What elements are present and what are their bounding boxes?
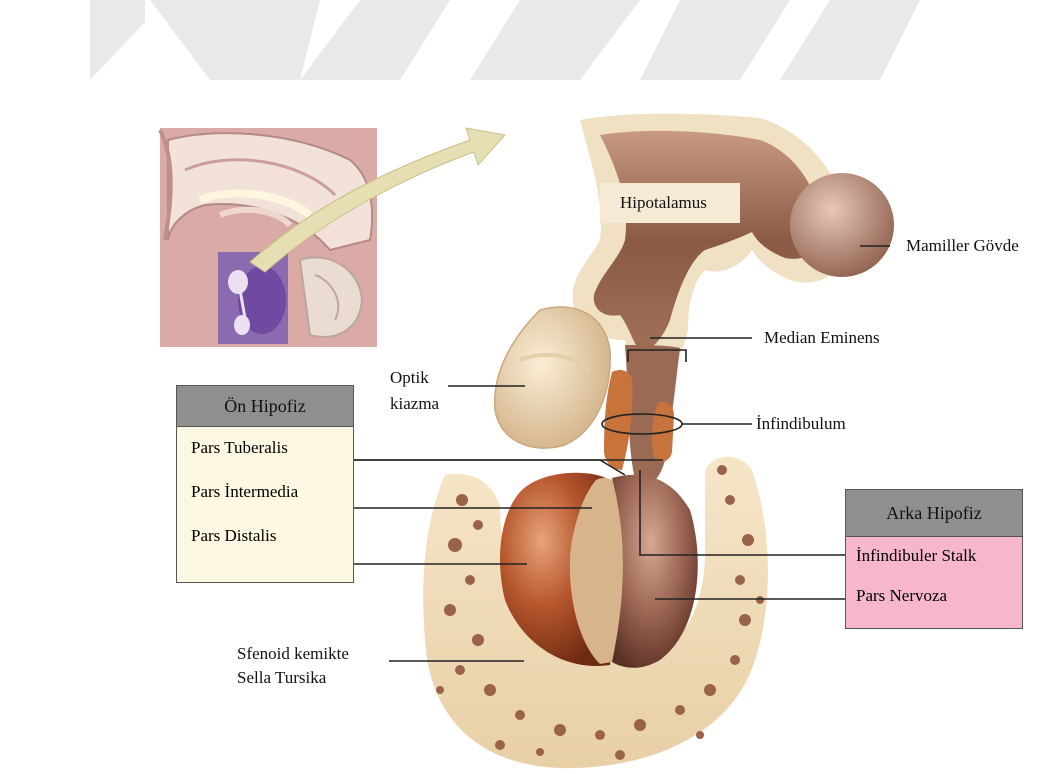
optic-chiasm-label-line2: kiazma — [390, 393, 439, 415]
pars-nervosa-label: Pars Nervoza — [846, 579, 1022, 617]
pars-distalis-label: Pars Distalis — [177, 515, 353, 553]
sella-label-line1: Sfenoid kemikte — [237, 643, 349, 665]
hypothalamus-shape — [573, 114, 894, 392]
infundibulum-label: İnfindibulum — [756, 413, 846, 435]
pars-tuberalis-label: Pars Tuberalis — [177, 427, 353, 465]
pars-intermedia-label: Pars İntermedia — [177, 465, 353, 515]
posterior-pituitary-title: Arka Hipofiz — [846, 490, 1022, 537]
optic-chiasm-label-line1: Optik — [390, 367, 429, 389]
median-eminence-label: Median Eminens — [764, 327, 880, 349]
sella-label-line2: Sella Tursika — [237, 667, 326, 689]
top-stripes — [90, 0, 920, 80]
mammillary-body-label: Mamiller Gövde — [906, 235, 1019, 257]
posterior-pituitary-box: Arka Hipofiz İnfindibuler Stalk Pars Ner… — [845, 489, 1023, 629]
brain-inset-image — [160, 128, 505, 347]
hypothalamus-label: Hipotalamus — [620, 192, 707, 214]
infundibular-stalk-label: İnfindibuler Stalk — [846, 537, 1022, 579]
anterior-pituitary-title: Ön Hipofiz — [177, 386, 353, 427]
optic-chiasm-shape — [495, 307, 611, 448]
anterior-pituitary-box: Ön Hipofiz Pars Tuberalis Pars İntermedi… — [176, 385, 354, 583]
